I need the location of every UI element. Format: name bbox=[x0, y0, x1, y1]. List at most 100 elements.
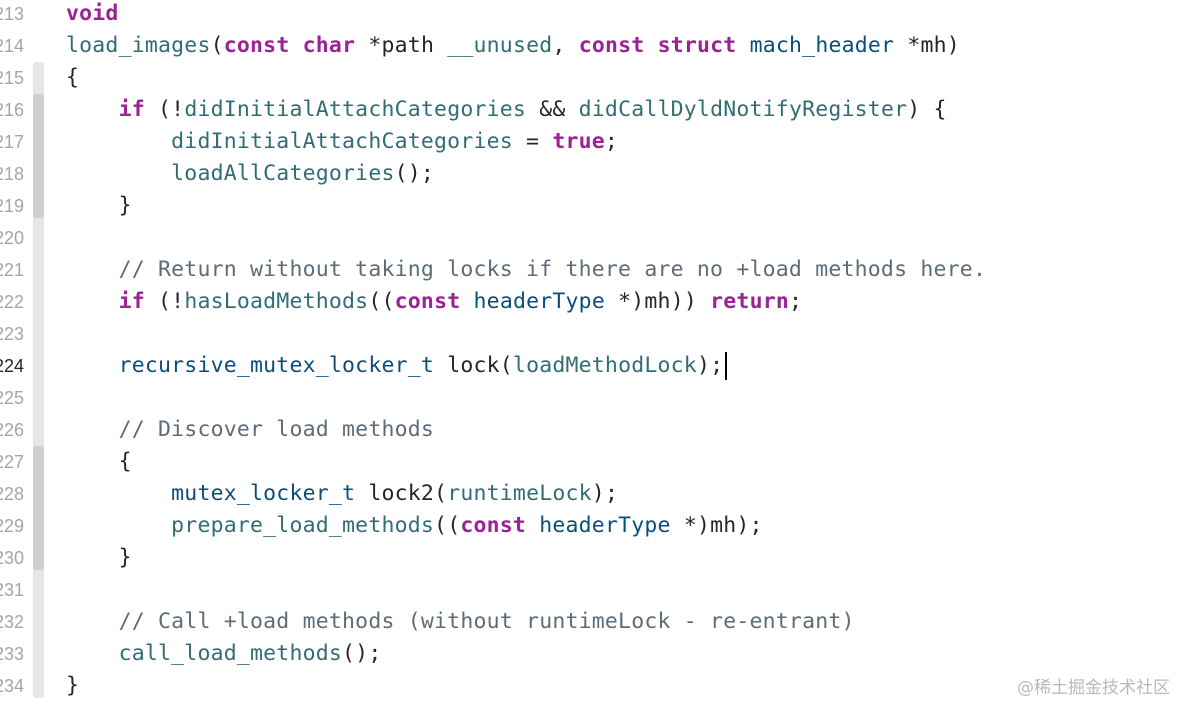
code-line[interactable]: 217 didInitialAttachCategories = true; bbox=[0, 126, 1190, 158]
code-line[interactable]: 231 bbox=[0, 574, 1190, 606]
code-folding-ribbon-active[interactable] bbox=[33, 94, 44, 218]
code-text[interactable]: call_load_methods(); bbox=[66, 638, 382, 670]
code-token bbox=[66, 513, 171, 538]
code-line[interactable]: 216 if (!didInitialAttachCategories && d… bbox=[0, 94, 1190, 126]
code-token: if bbox=[118, 289, 145, 314]
code-token bbox=[66, 289, 119, 314]
code-line[interactable]: 223 bbox=[0, 318, 1190, 350]
code-text[interactable]: void bbox=[66, 0, 119, 30]
code-token: (( bbox=[434, 513, 461, 538]
code-text[interactable]: mutex_locker_t lock2(runtimeLock); bbox=[66, 478, 618, 510]
code-line[interactable]: 228 mutex_locker_t lock2(runtimeLock); bbox=[0, 478, 1190, 510]
code-token: loadAllCategories bbox=[171, 161, 395, 186]
line-number: 215 bbox=[0, 68, 24, 88]
code-text[interactable]: load_images(const char *path __unused, c… bbox=[66, 30, 960, 62]
code-token: didInitialAttachCategories bbox=[171, 129, 513, 154]
code-text[interactable]: didInitialAttachCategories = true; bbox=[66, 126, 618, 158]
code-token: lock2( bbox=[355, 481, 448, 506]
line-number: 214 bbox=[0, 36, 24, 56]
code-text[interactable]: // Return without taking locks if there … bbox=[66, 254, 986, 286]
line-number: 218 bbox=[0, 164, 24, 184]
code-line[interactable]: 230 } bbox=[0, 542, 1190, 574]
code-token: && bbox=[526, 97, 579, 122]
code-line[interactable]: 233 call_load_methods(); bbox=[0, 638, 1190, 670]
code-line[interactable]: 229 prepare_load_methods((const headerTy… bbox=[0, 510, 1190, 542]
code-text[interactable]: recursive_mutex_locker_t lock(loadMethod… bbox=[66, 350, 728, 382]
code-line[interactable]: 234} bbox=[0, 670, 1190, 702]
code-token: hasLoadMethods bbox=[184, 289, 369, 314]
code-token: (); bbox=[342, 641, 382, 666]
code-token: char bbox=[302, 33, 356, 58]
line-number: 213 bbox=[0, 4, 24, 24]
code-line[interactable]: 215 { bbox=[0, 62, 1190, 94]
line-number: 219 bbox=[0, 196, 24, 216]
code-token: // Return without taking locks if there … bbox=[118, 257, 987, 282]
code-text[interactable]: { bbox=[66, 446, 132, 478]
line-number: 227 bbox=[0, 452, 24, 472]
code-line[interactable]: 219 } bbox=[0, 190, 1190, 222]
code-text[interactable]: if (!hasLoadMethods((const headerType *)… bbox=[66, 286, 802, 318]
code-line[interactable]: 213 void bbox=[0, 0, 1190, 30]
code-text[interactable]: // Discover load methods bbox=[66, 414, 434, 446]
code-token: *)mh)) bbox=[604, 289, 711, 314]
code-line[interactable]: 225 bbox=[0, 382, 1190, 414]
code-text[interactable]: } bbox=[66, 670, 79, 702]
code-token: ( bbox=[210, 33, 224, 58]
code-text[interactable]: if (!didInitialAttachCategories && didCa… bbox=[66, 94, 947, 126]
code-token: runtimeLock bbox=[447, 481, 592, 506]
line-number: 231 bbox=[0, 580, 24, 600]
code-token: headerType bbox=[473, 289, 605, 314]
code-text[interactable]: // Call +load methods (without runtimeLo… bbox=[66, 606, 855, 638]
code-token: loadMethodLock bbox=[512, 353, 697, 378]
code-line[interactable]: 220 bbox=[0, 222, 1190, 254]
code-line[interactable]: 226 // Discover load methods bbox=[0, 414, 1190, 446]
code-line[interactable]: 232 // Call +load methods (without runti… bbox=[0, 606, 1190, 638]
code-text[interactable]: } bbox=[66, 542, 132, 574]
code-line[interactable]: 224 recursive_mutex_locker_t lock(loadMe… bbox=[0, 350, 1190, 382]
code-token: } bbox=[66, 545, 132, 570]
code-line[interactable]: 221 // Return without taking locks if th… bbox=[0, 254, 1190, 286]
code-token bbox=[526, 513, 539, 538]
code-token: *mh) bbox=[894, 33, 960, 58]
code-token: , bbox=[552, 33, 579, 58]
line-number: 223 bbox=[0, 324, 24, 344]
code-token: // Call +load methods (without runtimeLo… bbox=[118, 609, 855, 634]
line-number: 233 bbox=[0, 644, 24, 664]
line-number: 228 bbox=[0, 484, 24, 504]
code-token bbox=[736, 33, 749, 58]
code-token: (); bbox=[394, 161, 435, 186]
code-line[interactable]: 222 if (!hasLoadMethods((const headerTyp… bbox=[0, 286, 1190, 318]
line-number: 220 bbox=[0, 228, 24, 248]
code-token bbox=[66, 129, 171, 154]
code-line[interactable]: 227 { bbox=[0, 446, 1190, 478]
code-token bbox=[66, 641, 119, 666]
code-token bbox=[66, 481, 171, 506]
code-line[interactable]: 218 loadAllCategories(); bbox=[0, 158, 1190, 190]
code-token bbox=[66, 353, 119, 378]
code-token: prepare_load_methods bbox=[171, 513, 435, 538]
code-token: const bbox=[578, 33, 645, 58]
code-text[interactable]: } bbox=[66, 190, 132, 222]
code-token: *path bbox=[355, 33, 448, 58]
code-token: load_images bbox=[66, 33, 211, 58]
code-token: } bbox=[66, 673, 80, 698]
line-number: 221 bbox=[0, 260, 24, 280]
code-line[interactable]: 214load_images(const char *path __unused… bbox=[0, 30, 1190, 62]
line-number: 224 bbox=[0, 356, 24, 376]
code-text[interactable]: prepare_load_methods((const headerType *… bbox=[66, 510, 763, 542]
code-token: (( bbox=[368, 289, 395, 314]
code-token: didCallDyldNotifyRegister bbox=[578, 97, 908, 122]
code-token bbox=[460, 289, 473, 314]
code-folding-ribbon-active[interactable] bbox=[33, 446, 44, 570]
code-token: recursive_mutex_locker_t bbox=[118, 353, 435, 378]
code-token: ) { bbox=[907, 97, 947, 122]
code-token: return bbox=[710, 289, 790, 314]
code-text[interactable]: { bbox=[66, 62, 79, 94]
code-folding-ribbon[interactable] bbox=[33, 62, 44, 698]
code-token: ; bbox=[789, 289, 803, 314]
code-token: call_load_methods bbox=[118, 641, 343, 666]
line-number: 225 bbox=[0, 388, 24, 408]
code-text[interactable]: loadAllCategories(); bbox=[66, 158, 434, 190]
code-token: ); bbox=[591, 481, 619, 506]
